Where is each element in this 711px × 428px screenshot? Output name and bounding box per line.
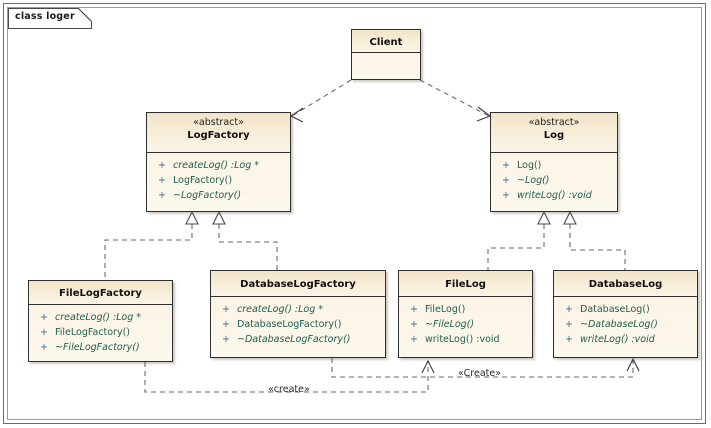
member-row: + createLog() :Log * — [29, 310, 172, 325]
class-stereotype-log: «abstract» — [528, 117, 580, 128]
member-visibility: + — [502, 175, 510, 186]
class-name-databaselog: DatabaseLog — [588, 279, 663, 290]
member-row: + writeLog() :void — [554, 332, 697, 347]
class-box-logfactory[interactable]: «abstract» LogFactory + createLog() :Log … — [146, 112, 291, 212]
class-members-log: + Log() + ~Log() + writeLog() :void — [491, 153, 617, 203]
member-visibility: + — [222, 334, 230, 345]
member-row: + createLog() :Log * — [147, 158, 290, 173]
member-visibility: + — [502, 160, 510, 171]
member-row: + DatabaseLogFactory() — [211, 317, 385, 332]
member-signature: ~DatabaseLogFactory() — [237, 334, 351, 345]
member-row: + DatabaseLog() — [554, 302, 697, 317]
class-name-log: Log — [543, 130, 565, 141]
member-row: + Log() — [491, 158, 617, 173]
member-signature: ~DatabaseLog() — [580, 319, 658, 330]
member-signature: LogFactory() — [173, 175, 233, 186]
member-row: + ~LogFactory() — [147, 188, 290, 203]
member-row: + FileLogFactory() — [29, 325, 172, 340]
member-visibility: + — [158, 190, 166, 201]
member-signature: ~FileLogFactory() — [55, 342, 140, 353]
member-signature: writeLog() :void — [580, 334, 655, 345]
member-visibility: + — [410, 304, 418, 315]
member-row: + createLog() :Log * — [211, 302, 385, 317]
member-signature: writeLog() :void — [425, 334, 500, 345]
class-header-filelog: FileLog — [399, 271, 532, 297]
member-signature: DatabaseLogFactory() — [237, 319, 342, 330]
class-members-filelogfactory: + createLog() :Log * + FileLogFactory() + ~… — [29, 305, 172, 355]
class-members-databaselogfactory: + createLog() :Log * + DatabaseLogFactory(… — [211, 297, 385, 347]
member-signature: FileLog() — [425, 304, 466, 315]
member-visibility: + — [410, 334, 418, 345]
class-box-log[interactable]: «abstract» Log + Log() + ~Log() + writeLog(… — [490, 112, 618, 212]
class-members-filelog: + FileLog() + ~FileLog() + writeLog() :void — [399, 297, 532, 347]
class-members-logfactory: + createLog() :Log * + LogFactory() + ~LogF… — [147, 153, 290, 203]
member-row: + writeLog() :void — [399, 332, 532, 347]
member-visibility: + — [40, 312, 48, 323]
class-header-logfactory: «abstract» LogFactory — [147, 113, 290, 153]
member-signature: Log() — [517, 160, 542, 171]
member-signature: createLog() :Log * — [55, 312, 142, 323]
frame-tag-shape — [8, 8, 92, 29]
member-row: + ~FileLog() — [399, 317, 532, 332]
member-signature: DatabaseLog() — [580, 304, 650, 315]
member-row: + ~DatabaseLogFactory() — [211, 332, 385, 347]
member-signature: FileLogFactory() — [55, 327, 130, 338]
class-box-client[interactable]: Client — [351, 29, 421, 80]
member-row: + FileLog() — [399, 302, 532, 317]
member-visibility: + — [410, 319, 418, 330]
member-signature: ~LogFactory() — [173, 190, 242, 201]
class-box-filelogfactory[interactable]: FileLogFactory + createLog() :Log * + File… — [28, 280, 173, 362]
frame-name-label: class loger — [15, 11, 75, 22]
class-header-log: «abstract» Log — [491, 113, 617, 153]
member-signature: createLog() :Log * — [237, 304, 324, 315]
class-name-logfactory: LogFactory — [187, 130, 250, 141]
member-visibility: + — [565, 304, 573, 315]
class-header-databaselogfactory: DatabaseLogFactory — [211, 271, 385, 297]
member-row: + writeLog() :void — [491, 188, 617, 203]
frame-name-tag: class loger — [8, 8, 92, 29]
member-row: + LogFactory() — [147, 173, 290, 188]
class-name-databaselogfactory: DatabaseLogFactory — [240, 279, 356, 290]
member-visibility: + — [502, 190, 510, 201]
member-signature: ~Log() — [517, 175, 550, 186]
member-visibility: + — [158, 160, 166, 171]
class-header-client: Client — [352, 30, 420, 53]
member-signature: ~FileLog() — [425, 319, 475, 330]
class-name-client: Client — [369, 37, 403, 48]
class-members-databaselog: + DatabaseLog() + ~DatabaseLog() + writeLog… — [554, 297, 697, 347]
class-header-databaselog: DatabaseLog — [554, 271, 697, 297]
member-row: + ~DatabaseLog() — [554, 317, 697, 332]
member-visibility: + — [565, 319, 573, 330]
member-visibility: + — [565, 334, 573, 345]
member-visibility: + — [222, 319, 230, 330]
member-signature: writeLog() :void — [517, 190, 592, 201]
edge-label-create-lower: «create» — [268, 384, 310, 395]
member-signature: createLog() :Log * — [173, 160, 260, 171]
member-row: + ~Log() — [491, 173, 617, 188]
member-visibility: + — [40, 342, 48, 353]
member-visibility: + — [158, 175, 166, 186]
class-box-databaselog[interactable]: DatabaseLog + DatabaseLog() + ~DatabaseLog… — [553, 270, 698, 358]
member-visibility: + — [222, 304, 230, 315]
class-box-filelog[interactable]: FileLog + FileLog() + ~FileLog() + writeLog… — [398, 270, 533, 358]
class-header-filelogfactory: FileLogFactory — [29, 281, 172, 305]
class-name-filelog: FileLog — [445, 279, 486, 290]
class-name-filelogfactory: FileLogFactory — [59, 288, 142, 299]
class-members-client — [352, 53, 420, 80]
edge-label-create-upper: «Create» — [458, 368, 502, 379]
member-visibility: + — [40, 327, 48, 338]
class-box-databaselogfactory[interactable]: DatabaseLogFactory + createLog() :Log * +… — [210, 270, 386, 358]
member-row: + ~FileLogFactory() — [29, 340, 172, 355]
class-stereotype-logfactory: «abstract» — [193, 117, 244, 128]
